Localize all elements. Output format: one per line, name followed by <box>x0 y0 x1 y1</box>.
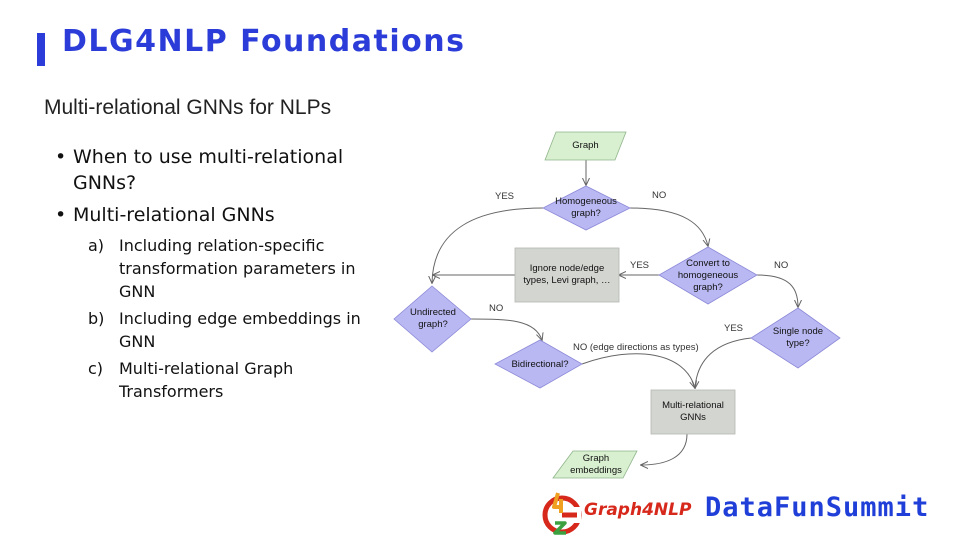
edge-label-homog-no: NO <box>652 190 667 201</box>
bullet-text: Multi-relational GNNs <box>73 204 275 226</box>
flowchart-diagram: Graph Homogeneous graph? Ignore node/edg… <box>385 120 850 490</box>
edge-label-convert-yes: YES <box>630 260 650 271</box>
slide-title: DLG4NLP Foundations <box>62 24 466 59</box>
sub-item: c) Multi-relational Graph Transformers <box>88 357 395 403</box>
sub-list: a) Including relation-specific transform… <box>88 234 395 403</box>
sub-label: c) <box>88 359 104 378</box>
graph-node-label: Graph <box>572 140 599 151</box>
edge-label-bidir-no: NO (edge directions as types) <box>573 342 699 353</box>
multi-relational-node-label: Multi-relational GNNs <box>662 400 724 423</box>
multi-relational-box <box>650 389 736 435</box>
graph-embeddings-parallelogram <box>552 450 638 479</box>
bidirectional-node-label: Bidirectional? <box>511 359 569 370</box>
bullet-dot: • <box>55 146 67 168</box>
sub-text: Including edge embeddings in GNN <box>119 309 361 351</box>
convert-diamond <box>658 246 758 305</box>
bullet-list: • When to use multi-relational GNNs? • M… <box>55 144 395 407</box>
ignore-node-label: Ignore node/edge types, Levi graph, … <box>523 263 611 286</box>
edge-label-undirected-no: NO <box>489 303 504 314</box>
edge-undirected-bidirectional <box>470 318 542 340</box>
bullet-text: When to use multi-relational GNNs? <box>73 146 344 194</box>
edge-single-multi <box>695 337 752 388</box>
homogeneous-diamond <box>542 185 631 231</box>
edge-label-single-yes: YES <box>724 323 744 334</box>
edge-label-convert-no: NO <box>774 260 789 271</box>
ignore-box <box>514 247 620 303</box>
undirected-diamond <box>393 285 472 353</box>
sub-text: Multi-relational Graph Transformers <box>119 359 294 401</box>
title-accent-bar <box>37 33 45 66</box>
flowchart-shapes <box>393 131 841 479</box>
single-node-type-diamond <box>750 307 841 369</box>
convert-node-label: Convert to homogeneous graph? <box>677 258 739 293</box>
single-node-type-label: Single node type? <box>772 326 824 349</box>
sub-item: b) Including edge embeddings in GNN <box>88 307 395 353</box>
sub-label: b) <box>88 309 105 328</box>
bullet-dot: • <box>55 204 67 226</box>
graph-parallelogram <box>544 131 627 161</box>
sub-item: a) Including relation-specific transform… <box>88 234 395 303</box>
graph4nlp-logo-icon <box>542 492 582 535</box>
graph4nlp-logo-text: Graph4NLP <box>584 500 692 520</box>
edge-bidirectional-multi <box>581 353 695 388</box>
undirected-node-label: Undirected graph? <box>410 307 456 330</box>
bullet-item: • Multi-relational GNNs <box>55 202 395 228</box>
bullet-item: • When to use multi-relational GNNs? <box>55 144 395 196</box>
homogeneous-node-label: Homogeneous graph? <box>555 196 617 219</box>
edge-multi-embeddings <box>641 433 688 465</box>
edge-homogeneous-undirected <box>432 207 544 283</box>
sub-label: a) <box>88 236 105 255</box>
edge-homogeneous-convert <box>629 207 708 246</box>
datafunsummit-logo-text: DataFunSummit <box>705 492 930 523</box>
edge-convert-single <box>756 274 798 307</box>
graph-embeddings-node-label: Graph embeddings <box>570 452 622 476</box>
bidirectional-diamond <box>494 339 583 389</box>
slide-subtitle: Multi-relational GNNs for NLPs <box>44 96 332 119</box>
sub-text: Including relation-specific transformati… <box>119 236 356 301</box>
edge-label-homog-yes: YES <box>495 191 515 202</box>
